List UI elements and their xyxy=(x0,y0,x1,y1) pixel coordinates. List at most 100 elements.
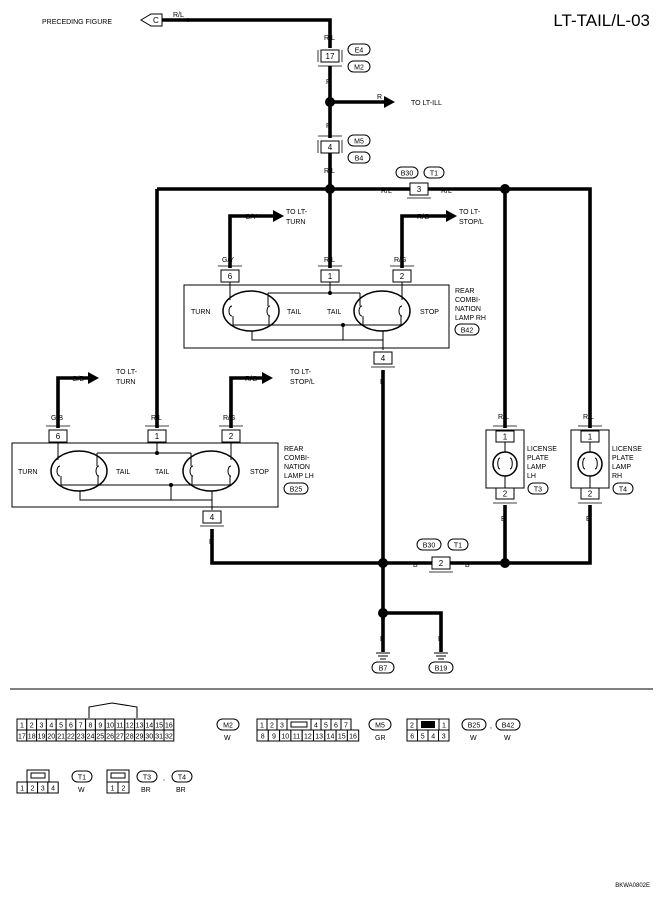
wire-rl-bus-right xyxy=(428,187,592,428)
wire-top-feed xyxy=(187,18,332,48)
joint-bottom-t1-tag xyxy=(447,538,469,551)
t4-view-color: BR xyxy=(176,787,186,794)
m5-key xyxy=(290,721,308,728)
b25-pin-3-cell xyxy=(438,729,450,742)
rear-lamp-rh-box xyxy=(183,284,450,349)
t3-view-name-tag xyxy=(136,770,158,783)
m2-pin-32-cell xyxy=(163,729,175,742)
m2-view-color: W xyxy=(224,735,231,742)
wire-r-color-branch: R xyxy=(377,94,382,101)
b42-view-color: W xyxy=(504,735,511,742)
t1-pin-3-label: 3 xyxy=(41,786,45,793)
lh-turn-wire-color: G/B xyxy=(51,415,63,422)
ground-symbol-b19 xyxy=(434,652,448,660)
preceding-wire-color: R/L xyxy=(173,12,184,19)
m2-pin-20-label: 20 xyxy=(47,734,55,741)
m2-pin-10-label: 10 xyxy=(106,723,114,730)
rh-label-tail-1: TAIL xyxy=(287,309,301,316)
rh-label-turn: TURN xyxy=(191,309,210,316)
m5-view-name-tag xyxy=(368,718,392,731)
m2-pin-26-label: 26 xyxy=(106,734,114,741)
connector-b4-tag xyxy=(347,151,371,164)
license-rh-pin1: 1 xyxy=(588,433,593,442)
rh-label-stop: STOP xyxy=(420,309,439,316)
lh-label-stop: STOP xyxy=(250,469,269,476)
lh-turn-pin: 6 xyxy=(56,432,61,441)
lh-name-2: COMBI- xyxy=(284,455,310,462)
lh-label-tail-2: TAIL xyxy=(155,469,169,476)
m5-pin-9-label: 9 xyxy=(272,734,276,741)
wire-rg-lh xyxy=(229,376,262,428)
joint-top-b30: B30 xyxy=(401,171,414,178)
rh-turn-to-2: TURN xyxy=(286,219,305,226)
m5-pin-5-label: 5 xyxy=(324,723,328,730)
m2-pin-32-label: 32 xyxy=(165,734,173,741)
connector-e4-pin-box xyxy=(320,49,340,63)
t3-pin-2-cell xyxy=(117,781,130,794)
ground-b19: B19 xyxy=(435,666,448,673)
wire-b-lh-ground xyxy=(210,529,432,565)
m2-pin-29-label: 29 xyxy=(136,734,144,741)
joint-bottom-t1: T1 xyxy=(454,543,462,550)
license-rh-pin2: 2 xyxy=(588,490,593,499)
m2-pin-25-label: 25 xyxy=(96,734,104,741)
t1-pin-1-label: 1 xyxy=(20,786,24,793)
rh-turn-wire-color-top: G/Y xyxy=(245,214,257,221)
m2-pin-16-label: 16 xyxy=(165,723,173,730)
lh-name-4: LAMP LH xyxy=(284,473,314,480)
rh-stop-wire-color-top: R/G xyxy=(417,214,429,221)
m2-pin-4-label: 4 xyxy=(49,723,53,730)
m2-pin-30-label: 30 xyxy=(145,734,153,741)
m2-pin-28-label: 28 xyxy=(126,734,134,741)
connector-e4-pin: 17 xyxy=(326,52,335,61)
m2-pin-24-label: 24 xyxy=(87,734,95,741)
lh-turn-to-1: TO LT- xyxy=(116,369,138,376)
joint-top-t1-tag xyxy=(423,166,445,179)
b25-view-sep: , xyxy=(490,723,492,730)
m2-pin-18-label: 18 xyxy=(28,734,36,741)
lh-name-1: REAR xyxy=(284,446,303,453)
lh-connector-name: B25 xyxy=(290,487,303,494)
m2-pin-11-label: 11 xyxy=(116,723,123,730)
ground-b7: B7 xyxy=(379,666,388,673)
license-lh-name-1: LICENSE xyxy=(527,446,557,453)
figure-code: BKWA0802E xyxy=(615,883,650,889)
arrow-to-lt-turn-lh xyxy=(88,372,99,384)
license-rh-name-3: LAMP xyxy=(612,464,631,471)
rh-gnd-wire-color: B xyxy=(380,379,385,386)
license-lh-connector-tag xyxy=(527,482,549,495)
rh-stop-to-1: TO LT- xyxy=(459,209,481,216)
b25-key xyxy=(421,721,435,728)
m2-view-name-tag xyxy=(216,718,240,731)
license-lh-name-3: LAMP xyxy=(527,464,546,471)
m5-pin-6-label: 6 xyxy=(334,723,338,730)
m5-pin-7-label: 7 xyxy=(344,723,348,730)
b25-pin-6-label: 6 xyxy=(410,734,414,741)
wire-rl-color-main: R/L xyxy=(324,168,335,175)
license-rh-name-4: RH xyxy=(612,473,622,480)
license-lh-pin1: 1 xyxy=(503,433,508,442)
t1-pin-4-cell xyxy=(47,781,59,794)
m2-pin-23-label: 23 xyxy=(77,734,85,741)
lh-label-turn: TURN xyxy=(18,469,37,476)
m5-pin-11-label: 11 xyxy=(293,734,300,741)
m5-pin-16-label: 16 xyxy=(349,734,357,741)
wire-b-ground-b19 xyxy=(383,611,443,652)
joint-top-b30-tag xyxy=(395,166,419,179)
rh-gnd-pin-box xyxy=(373,351,393,365)
license-rh-pin2-box xyxy=(580,487,600,500)
lh-stop-pin: 2 xyxy=(229,432,234,441)
m5-pin-8-label: 8 xyxy=(261,734,265,741)
rh-tail-pin: 1 xyxy=(328,272,333,281)
m2-pin-31-label: 31 xyxy=(155,734,163,741)
m2-pin-9-label: 9 xyxy=(98,723,102,730)
license-lh-connector: T3 xyxy=(534,487,542,494)
m2-pin-7-label: 7 xyxy=(79,723,83,730)
b25-pin-4-label: 4 xyxy=(431,734,435,741)
arrow-to-lt-stop-lh xyxy=(262,372,273,384)
license-rh-connector-tag xyxy=(612,482,634,495)
connector-m2-name: M2 xyxy=(354,65,364,72)
lh-turn-wire-color-top: G/B xyxy=(72,376,84,383)
t1-view-color: W xyxy=(78,787,85,794)
m2-pin-14-label: 14 xyxy=(145,723,153,730)
